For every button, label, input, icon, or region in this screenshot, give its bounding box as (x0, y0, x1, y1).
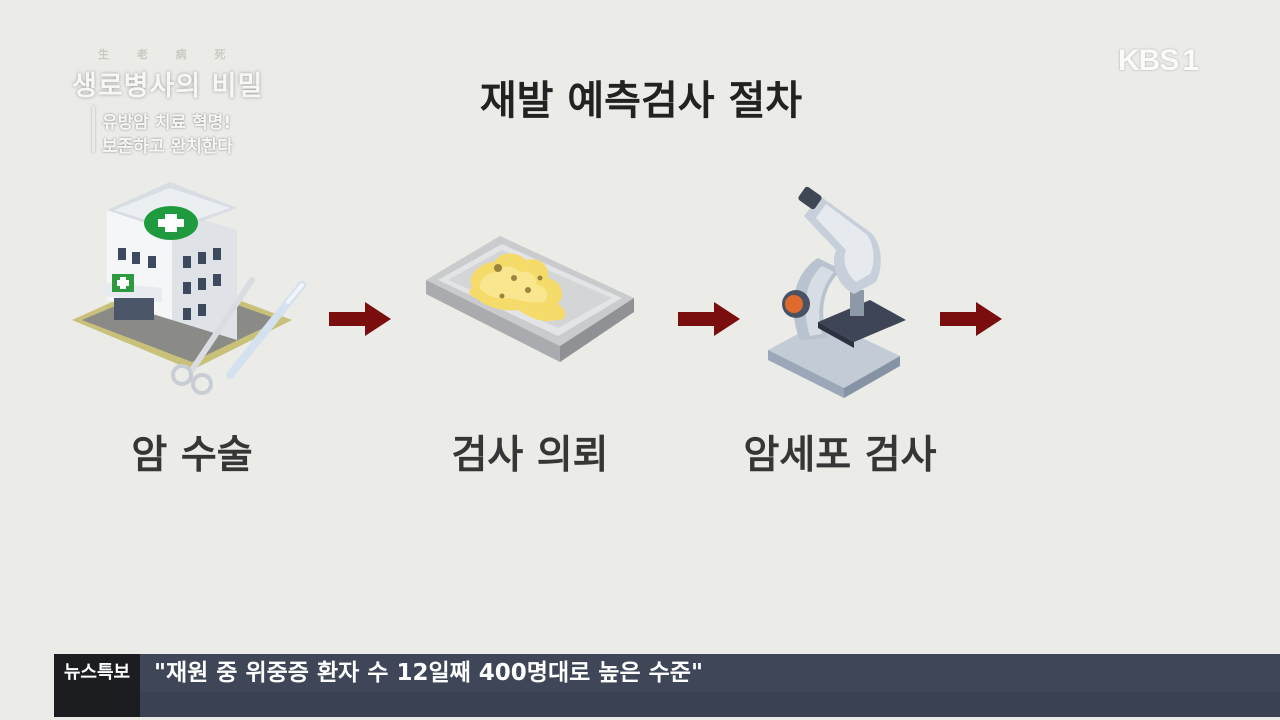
step-surgery: 암 수술 (52, 170, 332, 480)
arrow-right-icon (678, 302, 740, 336)
step-request: 검사 의뢰 (390, 170, 670, 480)
page-title: 재발 예측검사 절차 (0, 68, 1280, 126)
page-title-text: 재발 예측검사 절차 (479, 78, 803, 124)
channel-number: 1 (1182, 44, 1199, 77)
step-label: 검사 의뢰 (451, 433, 609, 478)
program-hanja-marks: 生 老 病 死 (98, 48, 238, 61)
arrow-right-icon (940, 302, 1002, 336)
program-title: 생로병사의 비밀 (72, 71, 264, 102)
hospital-surgery-icon (72, 182, 306, 395)
episode-subtitle-1: 유방암 치료 혁명! (102, 113, 232, 133)
program-logo: 生 老 病 死 생로병사의 비밀 유방암 치료 혁명! 보존하고 완치한다 (72, 44, 282, 157)
step-cell-test: 암세포 검사 (700, 170, 980, 480)
step-label: 암 수술 (131, 433, 253, 478)
episode-subtitle-2: 보존하고 완치한다 (102, 137, 234, 157)
microscope-icon (768, 186, 906, 398)
ticker-lower-bar (140, 692, 1280, 717)
ticker-headline: "재원 중 위중증 환자 수 12일째 400명대로 높은 수준" (154, 660, 703, 686)
ticker-tag: 뉴스특보 (54, 654, 140, 717)
channel-name: KBS (1118, 44, 1179, 77)
arrow-right-icon (329, 302, 391, 336)
news-ticker: 뉴스특보 "재원 중 위중증 환자 수 12일째 400명대로 높은 수준" (54, 654, 1280, 717)
tissue-tray-icon (426, 236, 634, 362)
program-divider (92, 106, 95, 152)
step-label: 암세포 검사 (743, 433, 937, 478)
